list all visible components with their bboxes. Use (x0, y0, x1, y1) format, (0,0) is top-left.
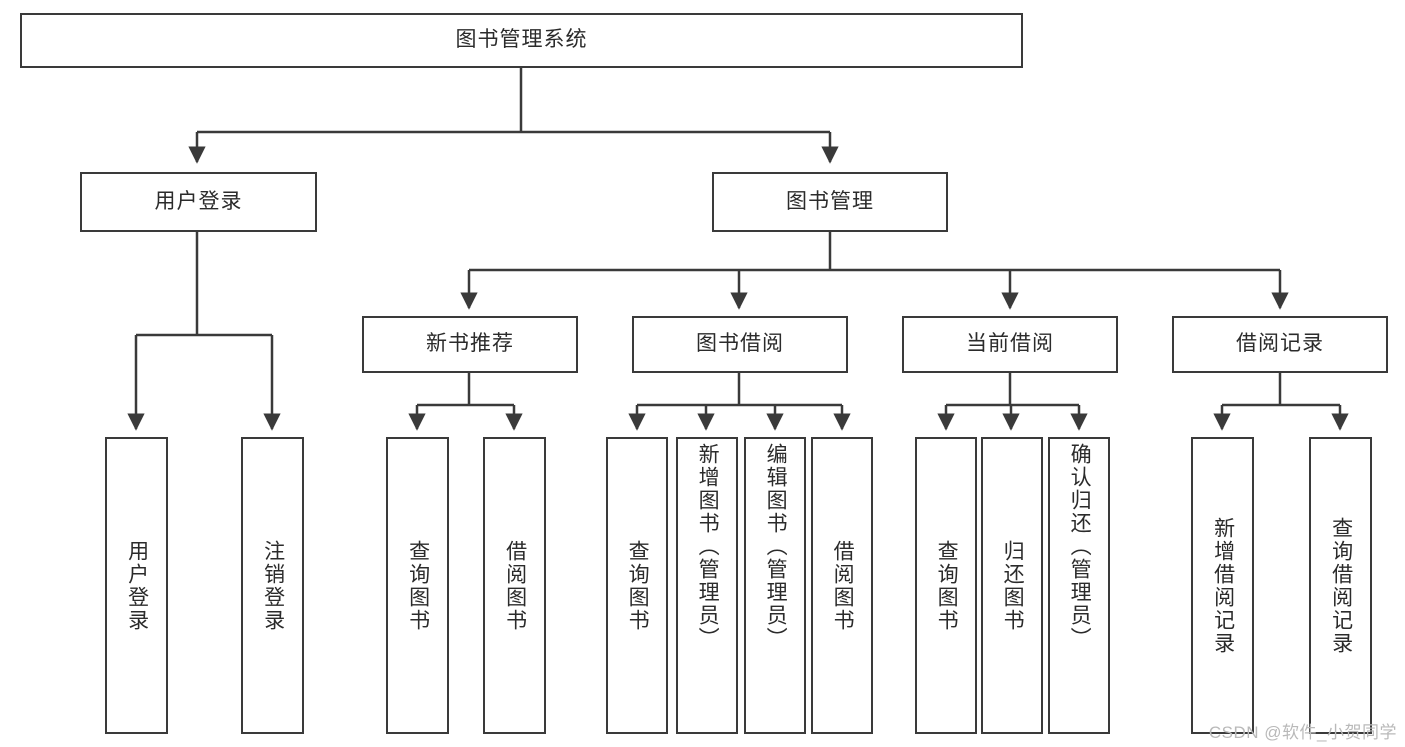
leaf-add-book-admin-label: 新增图书（管理员） (696, 443, 720, 650)
leaf-confirm-return-admin[interactable]: 确认归还（管理员） (1048, 437, 1110, 734)
node-borrow-record[interactable]: 借阅记录 (1172, 316, 1388, 373)
leaf-edit-book-admin[interactable]: 编辑图书（管理员） (744, 437, 806, 734)
leaf-confirm-return-admin-label: 确认归还（管理员） (1068, 443, 1092, 650)
node-book-borrow[interactable]: 图书借阅 (632, 316, 848, 373)
leaf-query-book-current[interactable]: 查询图书 (915, 437, 977, 734)
leaf-query-book-recommend[interactable]: 查询图书 (386, 437, 449, 734)
leaf-user-login-label: 用户登录 (125, 539, 149, 632)
leaf-return-book-label: 归还图书 (1001, 539, 1025, 632)
node-book-borrow-label: 图书借阅 (696, 332, 784, 356)
leaf-add-borrow-record-label: 新增借阅记录 (1211, 516, 1235, 655)
leaf-user-logout-label: 注销登录 (261, 539, 285, 632)
node-user-login-label: 用户登录 (154, 189, 243, 213)
leaf-add-borrow-record[interactable]: 新增借阅记录 (1191, 437, 1254, 734)
leaf-edit-book-admin-label: 编辑图书（管理员） (764, 443, 788, 650)
leaf-query-borrow-record-label: 查询借阅记录 (1329, 516, 1353, 655)
leaf-add-book-admin[interactable]: 新增图书（管理员） (676, 437, 738, 734)
node-book-management-label: 图书管理 (786, 189, 874, 213)
leaf-query-book-recommend-label: 查询图书 (406, 539, 430, 632)
leaf-return-book[interactable]: 归还图书 (981, 437, 1043, 734)
node-user-login[interactable]: 用户登录 (80, 172, 317, 232)
leaf-borrow-book-recommend[interactable]: 借阅图书 (483, 437, 546, 734)
node-current-borrow-label: 当前借阅 (966, 332, 1054, 356)
node-root[interactable]: 图书管理系统 (20, 13, 1023, 68)
leaf-user-login[interactable]: 用户登录 (105, 437, 168, 734)
watermark: CSDN @软件_小贺同学 (1208, 723, 1397, 742)
node-new-book-recommend-label: 新书推荐 (426, 332, 514, 356)
leaf-borrow-book-label: 借阅图书 (831, 539, 855, 632)
leaf-query-borrow-record[interactable]: 查询借阅记录 (1309, 437, 1372, 734)
node-new-book-recommend[interactable]: 新书推荐 (362, 316, 578, 373)
leaf-borrow-book[interactable]: 借阅图书 (811, 437, 873, 734)
leaf-user-logout[interactable]: 注销登录 (241, 437, 304, 734)
node-current-borrow[interactable]: 当前借阅 (902, 316, 1118, 373)
leaf-query-book-current-label: 查询图书 (935, 539, 959, 632)
node-root-label: 图书管理系统 (455, 28, 588, 52)
leaf-borrow-book-recommend-label: 借阅图书 (503, 539, 527, 632)
node-book-management[interactable]: 图书管理 (712, 172, 948, 232)
node-borrow-record-label: 借阅记录 (1236, 332, 1324, 356)
leaf-query-book-borrow-label: 查询图书 (626, 539, 650, 632)
leaf-query-book-borrow[interactable]: 查询图书 (606, 437, 668, 734)
